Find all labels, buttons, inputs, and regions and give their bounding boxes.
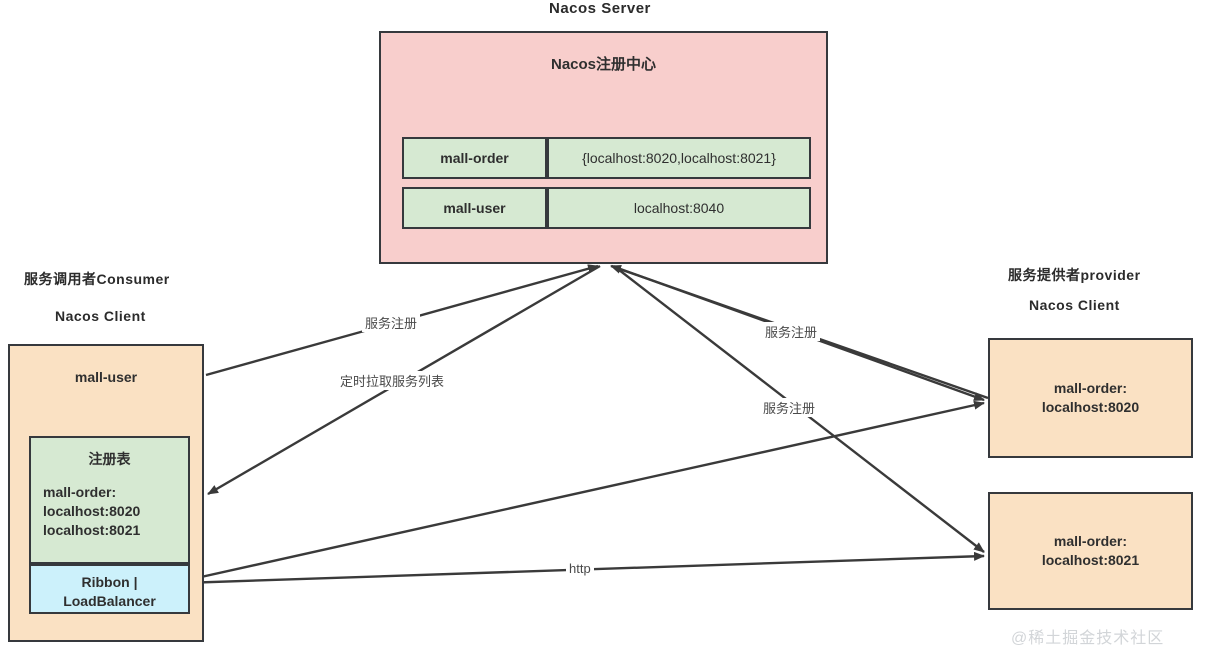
table-cell-service: mall-user: [402, 187, 547, 229]
load-balancer-line-2: LoadBalancer: [63, 592, 156, 609]
consumer-registry-entries: mall-order: localhost:8020 localhost:802…: [31, 483, 188, 540]
watermark: @稀土掘金技术社区: [1011, 630, 1165, 647]
registry-entry-instance: localhost:8020: [43, 502, 141, 519]
edge-label-provider-8021-register: 服务注册: [760, 398, 819, 417]
edge-label-consumer-register: 服务注册: [362, 313, 421, 332]
service-registry-table: mall-order {localhost:8020,localhost:802…: [402, 137, 811, 229]
edge-label-provider-8020-register: 服务注册: [762, 322, 821, 341]
provider-client-label: Nacos Client: [1029, 297, 1120, 313]
consumer-role-label: 服务调用者Consumer: [24, 271, 170, 287]
registry-entry-service: mall-order:: [43, 483, 117, 500]
load-balancer-line-1: Ribbon |: [81, 574, 138, 590]
consumer-app-box: mall-user 注册表 mall-order: localhost:8020…: [8, 344, 204, 642]
consumer-load-balancer-box: Ribbon | LoadBalancer: [29, 564, 190, 614]
edge-label-http: http: [566, 561, 594, 576]
provider-instance-address: localhost:8020: [1041, 399, 1140, 415]
table-row: mall-user localhost:8040: [402, 187, 811, 229]
consumer-client-label: Nacos Client: [55, 308, 146, 324]
provider-instance-name: mall-order:: [1053, 380, 1128, 397]
nacos-registry-box: Nacos注册中心 mall-order {localhost:8020,loc…: [379, 31, 828, 264]
table-row: mall-order {localhost:8020,localhost:802…: [402, 137, 811, 179]
registry-entry-instance: localhost:8021: [43, 521, 141, 538]
edge-http-to-8020: [182, 400, 985, 583]
provider-role-label: 服务提供者provider: [1008, 267, 1141, 283]
consumer-app-name: mall-user: [74, 369, 138, 385]
table-cell-service: mall-order: [402, 137, 547, 179]
table-cell-instances: localhost:8040: [547, 187, 811, 229]
edge-label-consumer-pull: 定时拉取服务列表: [337, 371, 448, 390]
consumer-registry-table-box: 注册表 mall-order: localhost:8020 localhost…: [29, 436, 190, 564]
table-cell-instances: {localhost:8020,localhost:8021}: [547, 137, 811, 179]
consumer-registry-table-title: 注册表: [88, 451, 131, 467]
provider-instance-box-8021: mall-order: localhost:8021: [988, 492, 1193, 610]
provider-instance-box-8020: mall-order: localhost:8020: [988, 338, 1193, 458]
provider-instance-address: localhost:8021: [1041, 552, 1140, 568]
nacos-registry-heading: Nacos注册中心: [550, 56, 657, 73]
nacos-server-title: Nacos Server: [549, 0, 651, 17]
provider-instance-name: mall-order:: [1053, 533, 1128, 550]
